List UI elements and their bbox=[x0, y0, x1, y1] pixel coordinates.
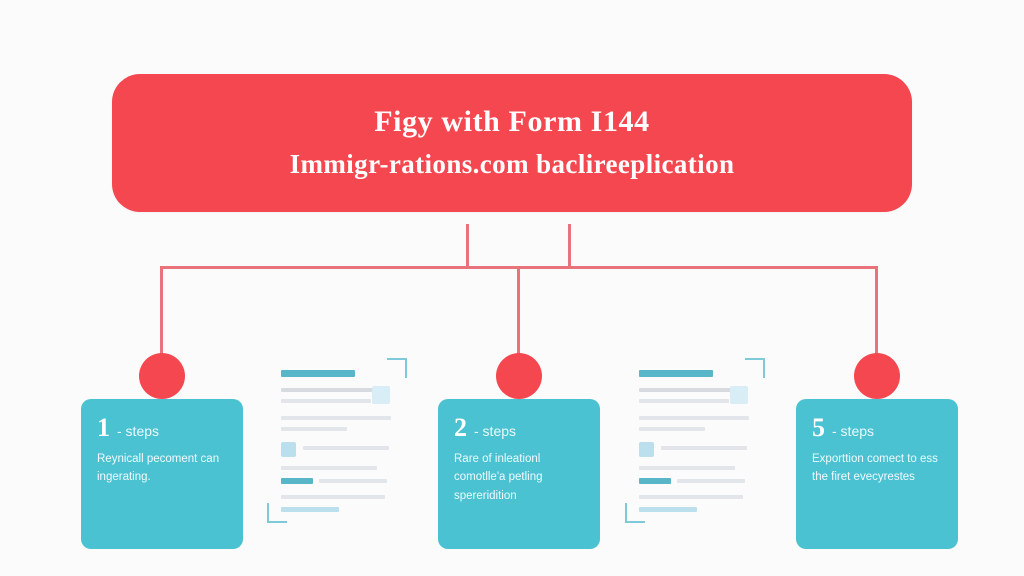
doc-line bbox=[639, 388, 747, 392]
doc-line bbox=[303, 446, 389, 450]
doc-line bbox=[281, 495, 385, 499]
step-card-1-label: - steps bbox=[117, 423, 160, 439]
node-circle-2 bbox=[496, 353, 542, 399]
doc-line bbox=[639, 495, 743, 499]
step-card-1[interactable]: 1 - steps Reynicall pecoment can ingerat… bbox=[81, 399, 243, 549]
node-circle-3 bbox=[854, 353, 900, 399]
doc-line bbox=[281, 388, 389, 392]
step-card-1-head: 1 - steps bbox=[97, 415, 229, 441]
connector-stub-right bbox=[568, 224, 571, 266]
doc-line bbox=[281, 399, 371, 403]
doc-line bbox=[639, 478, 671, 484]
doc-line bbox=[639, 507, 697, 512]
step-card-1-number: 1 bbox=[97, 413, 110, 442]
step-card-2-head: 2 - steps bbox=[454, 415, 586, 441]
step-card-3-head: 5 - steps bbox=[812, 415, 944, 441]
doc-corner-top-right-icon bbox=[387, 358, 407, 378]
doc-corner-top-right-icon bbox=[745, 358, 765, 378]
step-card-3-description: Exporttion comect to ess the firet evecy… bbox=[812, 453, 938, 484]
document-preview-right bbox=[625, 358, 765, 523]
header-banner: Figy with Form I144 Immigr-rations.com b… bbox=[112, 74, 912, 212]
node-circle-1 bbox=[139, 353, 185, 399]
doc-block bbox=[281, 442, 296, 457]
step-card-3-number: 5 bbox=[812, 413, 825, 442]
doc-block bbox=[372, 386, 390, 404]
doc-corner-bottom-left-icon bbox=[267, 503, 287, 523]
step-card-2-description: Rare of inleationl comotlle'a petling sp… bbox=[454, 453, 543, 502]
doc-line bbox=[281, 507, 339, 512]
step-card-2-number: 2 bbox=[454, 413, 467, 442]
step-card-3[interactable]: 5 - steps Exporttion comect to ess the f… bbox=[796, 399, 958, 549]
doc-line bbox=[639, 370, 713, 377]
doc-line bbox=[677, 479, 745, 483]
doc-line bbox=[281, 478, 313, 484]
doc-line bbox=[319, 479, 387, 483]
doc-block bbox=[639, 442, 654, 457]
step-card-1-description: Reynicall pecoment can ingerating. bbox=[97, 453, 220, 484]
connector-drop-2 bbox=[517, 266, 520, 356]
page-title: Figy with Form I144 bbox=[374, 105, 650, 139]
doc-line bbox=[281, 427, 347, 431]
step-card-2[interactable]: 2 - steps Rare of inleationl comotlle'a … bbox=[438, 399, 600, 549]
doc-line bbox=[639, 466, 735, 470]
step-card-2-label: - steps bbox=[474, 423, 517, 439]
connector-drop-3 bbox=[875, 266, 878, 356]
doc-line bbox=[281, 370, 355, 377]
doc-block bbox=[730, 386, 748, 404]
step-card-3-label: - steps bbox=[832, 423, 875, 439]
page-subtitle: Immigr-rations.com baclireeplication bbox=[289, 149, 735, 180]
doc-line bbox=[639, 416, 749, 420]
doc-line bbox=[281, 416, 391, 420]
connector-stub-left bbox=[466, 224, 469, 266]
document-preview-left bbox=[267, 358, 407, 523]
doc-line bbox=[281, 466, 377, 470]
doc-line bbox=[639, 427, 705, 431]
doc-line bbox=[639, 399, 729, 403]
connector-drop-1 bbox=[160, 266, 163, 356]
doc-line bbox=[661, 446, 747, 450]
doc-corner-bottom-left-icon bbox=[625, 503, 645, 523]
